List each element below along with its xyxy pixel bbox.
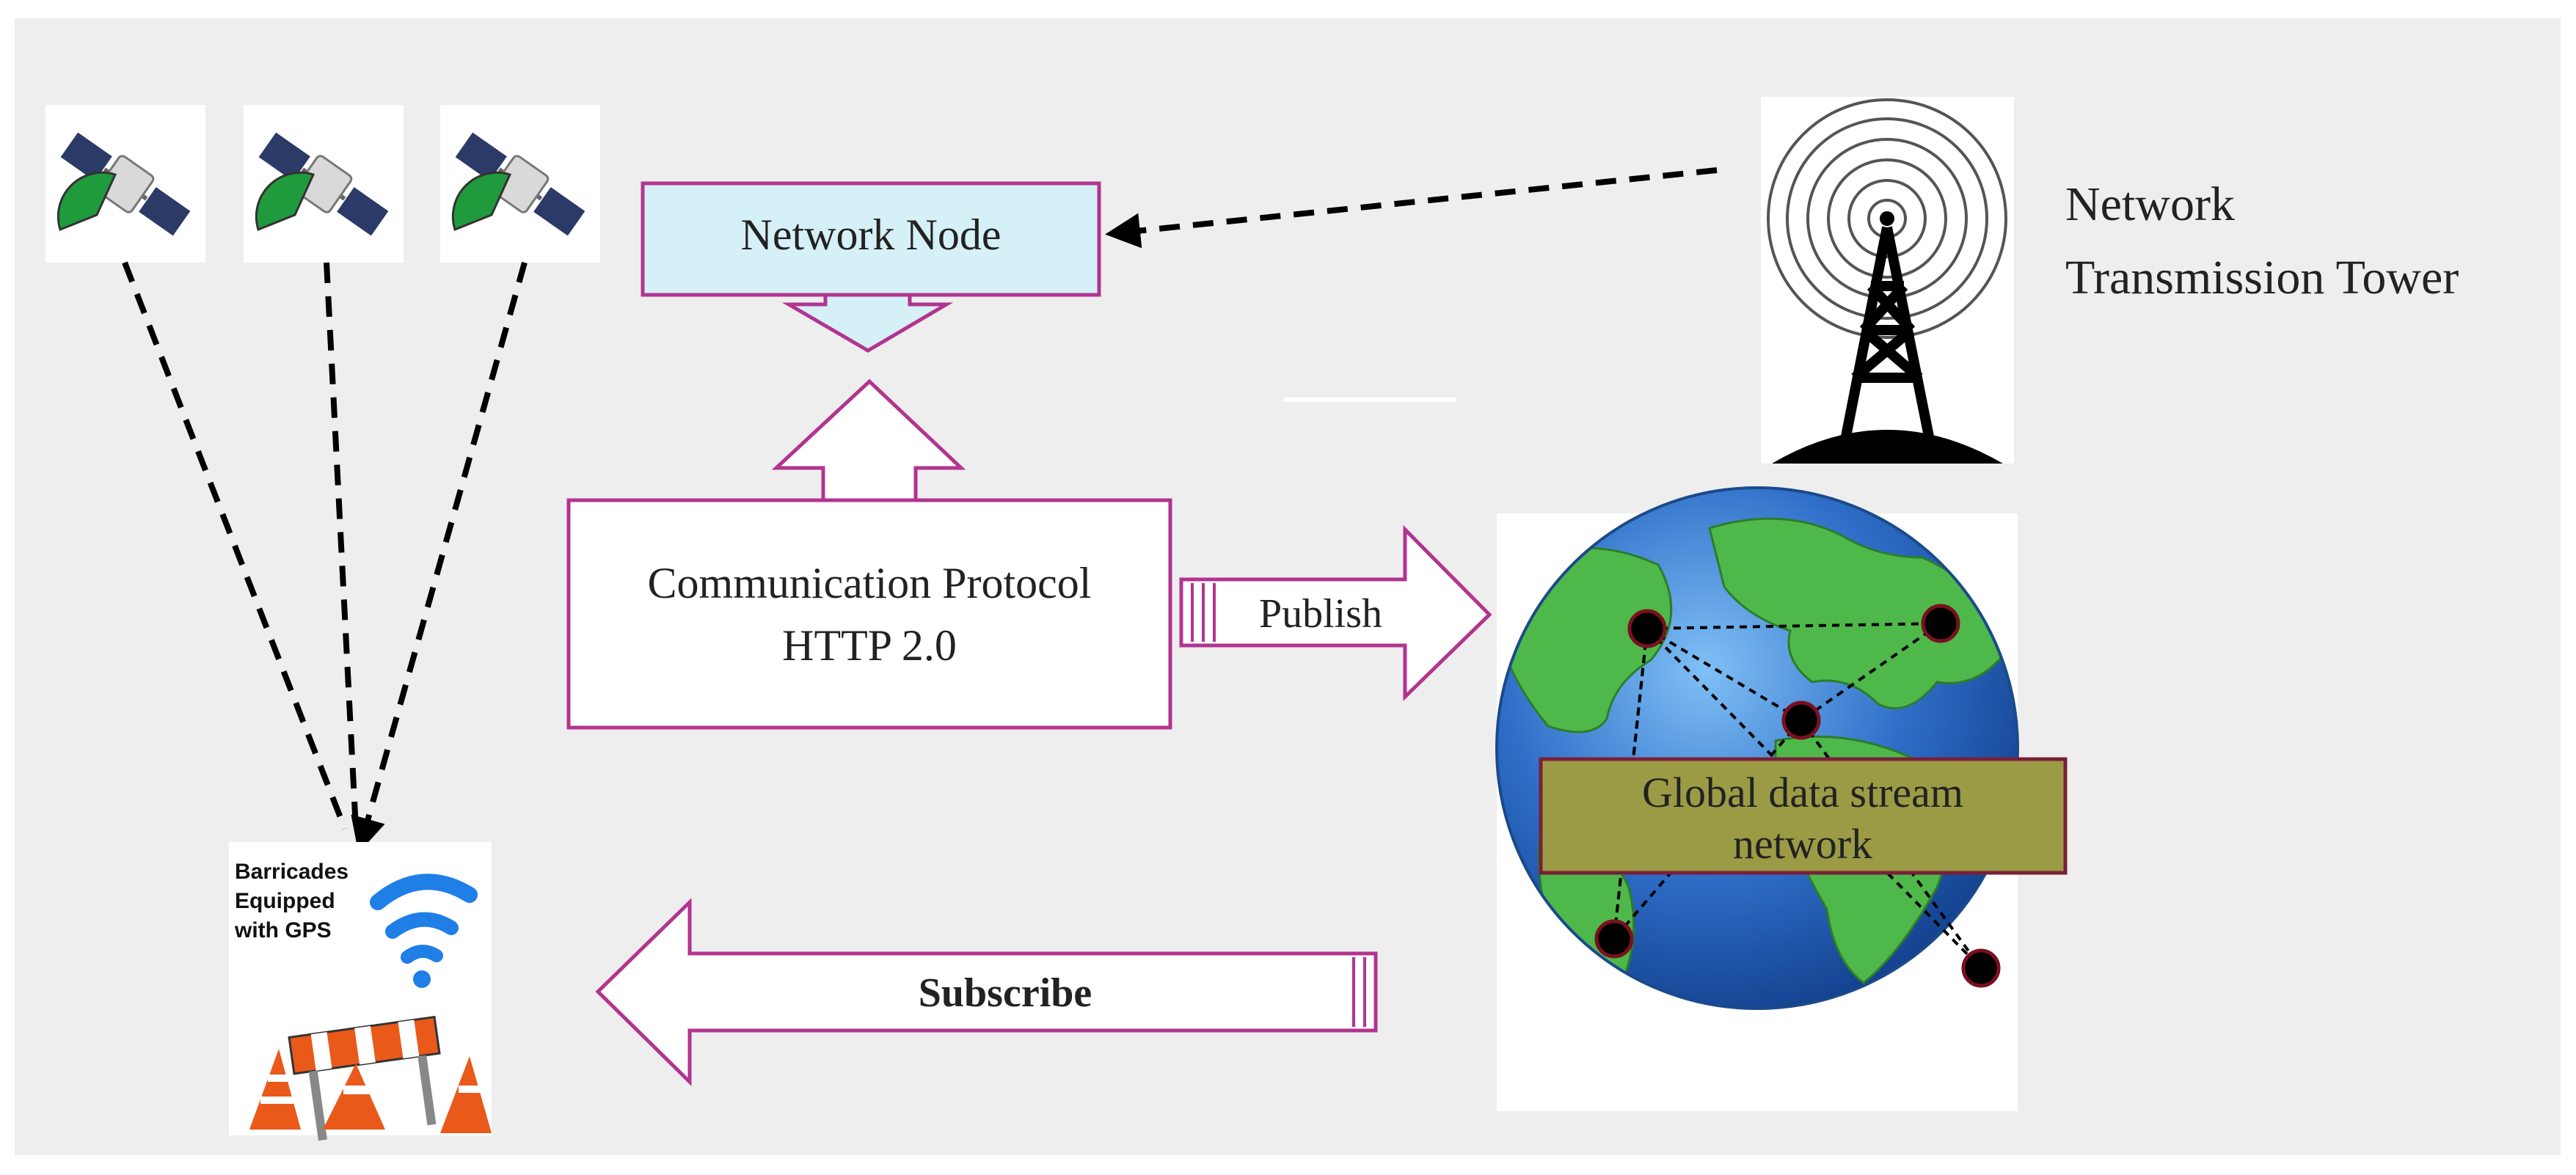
globe-icon: Global data stream network [1495, 486, 2068, 1111]
publish-arrow: Publish [1179, 524, 1492, 701]
tower-label-line2: Transmission Tower [2065, 251, 2459, 304]
gps-link [122, 261, 348, 830]
barricade-label-line2: Equipped [235, 889, 335, 913]
network-point [1627, 609, 1667, 648]
tower-icon [1761, 97, 2014, 464]
protocol-label-line1: Communication Protocol [648, 559, 1092, 607]
protocol-label-line2: HTTP 2.0 [782, 621, 957, 670]
protocol-box: Communication Protocol HTTP 2.0 [566, 498, 1172, 730]
publish-label: Publish [1259, 591, 1382, 637]
gps-links [122, 261, 528, 854]
barricade-label-line1: Barricades [235, 860, 349, 884]
network-point [1781, 700, 1821, 740]
satellite-icon [45, 105, 205, 263]
gps-link [324, 262, 359, 830]
global-network-label-box [1539, 757, 2068, 875]
global-network-label-line2: network [1733, 820, 1872, 868]
subscribe-arrow: Subscribe [595, 898, 1378, 1086]
network-node: Network Node [641, 181, 1101, 297]
global-network-label-line1: Global data stream [1642, 769, 1963, 816]
satellite-icon [244, 105, 404, 263]
satellite-icon [440, 105, 600, 263]
node-down-arrow [781, 293, 954, 353]
network-point [1594, 919, 1634, 959]
network-node-label: Network Node [741, 211, 1001, 259]
barricade-icon: Barricades Equipped with GPS [229, 842, 492, 1141]
network-point [1921, 604, 1960, 643]
barricade-label-line3: with GPS [234, 918, 332, 942]
subscribe-label: Subscribe [919, 970, 1092, 1016]
network-point [1961, 948, 2001, 988]
tower-label-line1: Network [2065, 177, 2235, 231]
wifi-icon [370, 874, 478, 988]
